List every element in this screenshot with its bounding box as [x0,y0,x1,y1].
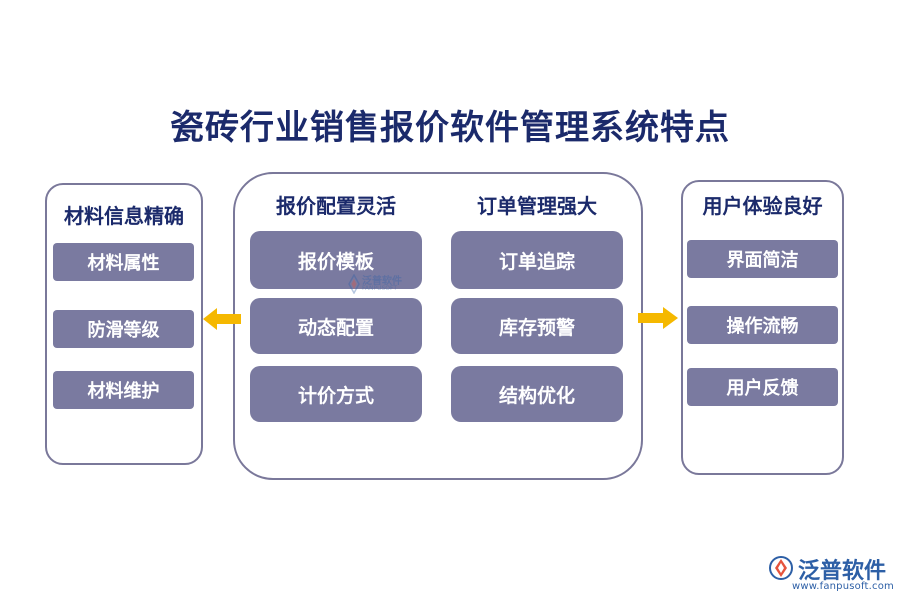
arrow-left-icon [203,308,241,330]
item-dynamic-config: 动态配置 [250,298,422,354]
page-title: 瓷砖行业销售报价软件管理系统特点 [170,108,730,148]
brand-logo-icon [348,274,360,294]
item-pricing-method: 计价方式 [250,366,422,422]
heading-user-experience: 用户体验良好 [702,194,823,218]
heading-order-management: 订单管理强大 [477,194,597,218]
item-quote-template: 报价模板 [250,231,422,289]
brand-url: www.fanpusoft.com [792,581,894,592]
item-anti-slip-grade: 防滑等级 [53,310,194,348]
heading-material-info: 材料信息精确 [64,204,184,228]
brand-logo-icon [769,556,793,580]
item-clean-interface: 界面简洁 [687,240,838,278]
item-order-tracking: 订单追踪 [451,231,623,289]
watermark-name: 泛普软件 [362,276,402,287]
item-inventory-alert: 库存预警 [451,298,623,354]
item-material-attributes: 材料属性 [53,243,194,281]
heading-quote-config: 报价配置灵活 [276,194,396,218]
item-structure-optimization: 结构优化 [451,366,623,422]
brand-logo: 泛普软件 www.fanpusoft.com [768,553,894,595]
item-material-maintenance: 材料维护 [53,371,194,409]
watermark-sub: FANPUSOFT [362,285,398,292]
item-smooth-operation: 操作流畅 [687,306,838,344]
arrow-right-icon [638,307,678,329]
item-user-feedback: 用户反馈 [687,368,838,406]
watermark: 泛普软件 FANPUSOFT [348,272,418,298]
brand-name: 泛普软件 [798,559,887,584]
